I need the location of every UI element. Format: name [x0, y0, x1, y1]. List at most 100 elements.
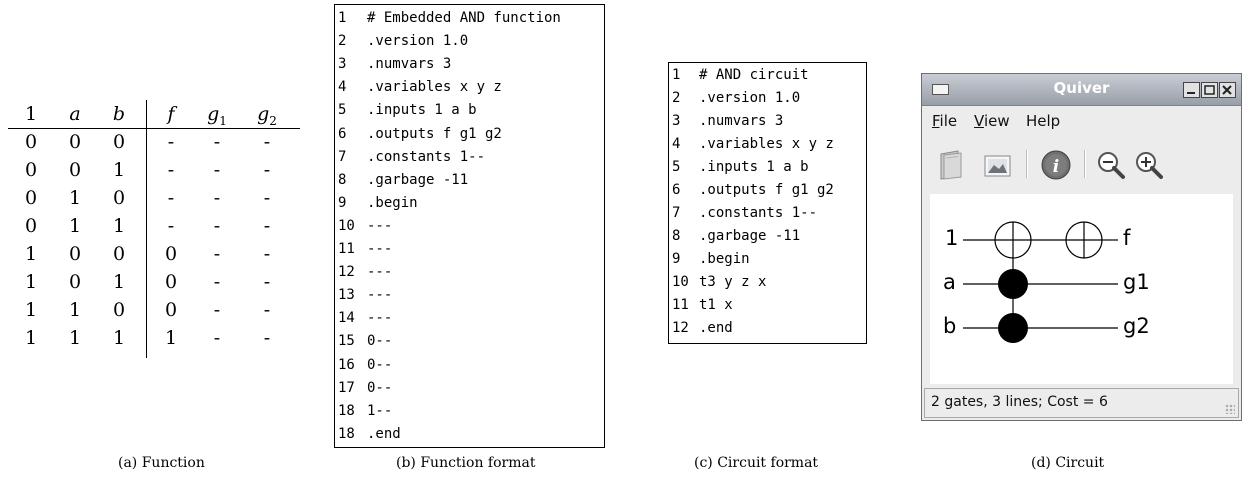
table-cell: 1 — [24, 327, 38, 349]
input-label: 1 — [945, 226, 959, 250]
table-cell: 1 — [68, 215, 82, 237]
table-cell: - — [263, 327, 271, 349]
resize-grip[interactable] — [1225, 404, 1235, 414]
table-cell: 0 — [112, 131, 126, 153]
line-number: 12 — [338, 264, 355, 281]
code-text: # AND circuit — [699, 67, 809, 83]
open-button[interactable] — [930, 144, 972, 186]
export-image-button[interactable] — [976, 144, 1018, 186]
output-label: g1 — [1123, 270, 1150, 294]
table-cell: 0 — [164, 299, 178, 321]
code-text: --- — [367, 264, 393, 281]
code-line: 6.outputs f g1 g2 — [335, 124, 502, 144]
table-cell: 0 — [68, 131, 82, 153]
zoom-in-icon — [1136, 152, 1163, 179]
code-text: .begin — [699, 251, 750, 267]
info-button[interactable]: i — [1035, 144, 1077, 186]
table-cell: 0 — [164, 271, 178, 293]
zoom-in-button[interactable] — [1128, 144, 1170, 186]
line-number: 14 — [338, 310, 355, 327]
code-text: --- — [367, 217, 393, 234]
caption-circuit-format: (c) Circuit format — [694, 455, 819, 471]
title-bar[interactable]: Quiver — [922, 74, 1241, 106]
toolbar-separator — [1084, 150, 1086, 178]
code-line: 7.constants 1-- — [335, 147, 485, 167]
code-line: 4.variables x y z — [669, 134, 834, 154]
table-header-cell: f — [156, 102, 186, 126]
line-number: 7 — [672, 205, 681, 221]
menu-help[interactable]: Help — [1026, 112, 1060, 130]
menu-file[interactable]: File — [932, 112, 957, 130]
caption-function-format: (b) Function format — [396, 455, 536, 471]
svg-text:i: i — [1053, 157, 1059, 177]
code-line: 9.begin — [669, 249, 750, 269]
line-number: 18 — [338, 402, 355, 419]
output-label: g2 — [1123, 314, 1150, 338]
table-cell: 1 — [68, 327, 82, 349]
table-cell: - — [263, 299, 271, 321]
maximize-icon — [1204, 85, 1215, 95]
line-number: 15 — [338, 333, 355, 350]
line-number: 11 — [672, 297, 689, 313]
table-cell: 0 — [24, 187, 38, 209]
code-line: 7.constants 1-- — [669, 203, 817, 223]
code-text: --- — [367, 241, 393, 257]
zoom-out-icon — [1098, 152, 1125, 179]
header-subscript: 2 — [269, 113, 277, 128]
table-cell: 0 — [68, 159, 82, 181]
menu-bar: File View Help — [922, 106, 1241, 136]
code-text: .end — [367, 425, 401, 442]
maximize-button[interactable] — [1201, 82, 1218, 98]
code-text: .version 1.0 — [367, 33, 469, 50]
zoom-out-button[interactable] — [1090, 144, 1132, 186]
code-line: 5.inputs 1 a b — [669, 157, 809, 177]
line-number: 5 — [672, 159, 681, 175]
table-cell: - — [213, 299, 221, 321]
circuit-diagram — [963, 221, 1118, 343]
code-line: 13--- — [335, 285, 392, 305]
table-cell: - — [213, 243, 221, 265]
table-cell: - — [167, 215, 175, 237]
minimize-button[interactable] — [1183, 82, 1200, 98]
circuit-canvas[interactable]: 1 a b f g1 g2 — [930, 194, 1233, 384]
caption-circuit: (d) Circuit — [1031, 455, 1105, 471]
minimize-icon — [1187, 92, 1195, 94]
table-cell: 0 — [112, 187, 126, 209]
table-cell: - — [167, 159, 175, 181]
table-cell: - — [263, 243, 271, 265]
table-cell: 1 — [112, 215, 126, 237]
line-number: 1 — [672, 67, 681, 83]
table-cell: 0 — [24, 131, 38, 153]
code-text: --- — [367, 310, 393, 327]
code-line: 3.numvars 3 — [335, 54, 451, 74]
table-header-cell: b — [104, 102, 134, 126]
caption-function: (a) Function — [118, 455, 205, 471]
header-symbol: 1 — [24, 103, 38, 125]
line-number: 6 — [672, 182, 681, 198]
table-cell: - — [213, 271, 221, 293]
table-output-divider — [146, 100, 147, 358]
code-line: 1# Embedded AND function — [335, 8, 561, 28]
code-text: .numvars 3 — [699, 113, 784, 129]
toolbar-separator — [1026, 150, 1028, 178]
close-button[interactable] — [1219, 82, 1236, 98]
code-line: 11--- — [335, 239, 392, 259]
table-cell: 1 — [68, 187, 82, 209]
code-text: t3 y z x — [699, 274, 767, 290]
input-label: a — [943, 270, 956, 294]
code-line: 2.version 1.0 — [669, 88, 800, 108]
code-line: 14 --- — [335, 308, 392, 328]
line-number: 10 — [338, 217, 355, 234]
line-number: 1 — [338, 10, 347, 26]
window-menu-icon[interactable] — [932, 84, 949, 95]
toolbar: i — [922, 136, 1241, 194]
code-text: .garbage -11 — [367, 171, 469, 188]
menu-view[interactable]: View — [974, 112, 1010, 130]
table-cell: - — [263, 131, 271, 153]
